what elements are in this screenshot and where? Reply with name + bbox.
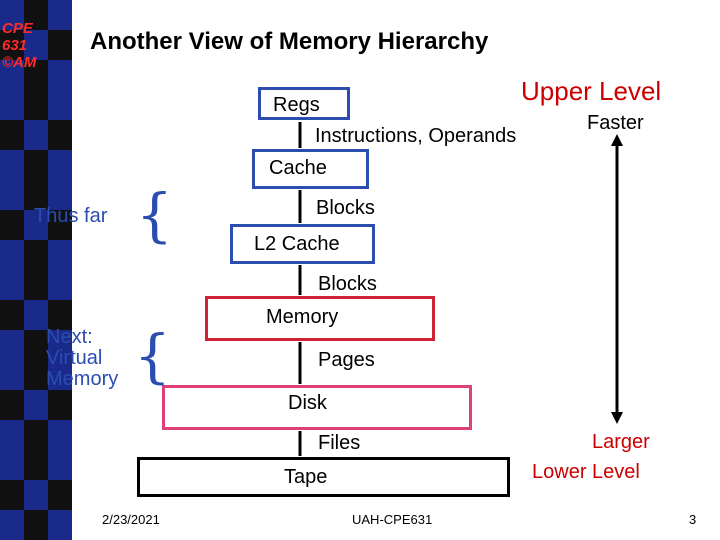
quilt-tile — [24, 360, 48, 390]
blocks-label-2: Blocks — [318, 273, 377, 295]
regs-box — [258, 87, 350, 120]
logo-line-3: ©AM — [2, 54, 37, 71]
quilt-tile — [0, 480, 24, 510]
disk-label: Disk — [288, 392, 327, 414]
quilt-tile — [48, 240, 72, 270]
quilt-tile — [48, 90, 72, 120]
course-logo: CPE 631 ©AM — [2, 20, 62, 71]
quilt-tile — [0, 60, 24, 90]
faster-label: Faster — [587, 112, 644, 134]
blocks-label-1: Blocks — [316, 197, 375, 219]
quilt-tile — [48, 300, 72, 330]
decorative-sidebar — [0, 0, 72, 540]
slide-number: 3 — [689, 512, 697, 527]
cache-box — [252, 149, 369, 189]
quilt-tile — [24, 30, 48, 60]
next-virtual-memory-note: Next: Virtual Memory — [46, 327, 118, 390]
quilt-tile — [48, 450, 72, 480]
quilt-tile — [0, 90, 24, 120]
quilt-tile — [24, 240, 48, 270]
instr-operands-label: Instructions, Operands — [315, 125, 517, 147]
quilt-tile — [24, 150, 48, 180]
quilt-tile — [24, 420, 48, 450]
quilt-tile — [0, 150, 24, 180]
quilt-tile — [0, 270, 24, 300]
quilt-tile — [0, 210, 24, 240]
quilt-tile — [0, 120, 24, 150]
virtual-line: Virtual — [46, 347, 103, 369]
thus-far-label: Thus far — [34, 205, 108, 227]
quilt-tile — [48, 270, 72, 300]
footer-course: UAH-CPE631 — [352, 512, 433, 527]
quilt-tile — [48, 180, 72, 210]
quilt-tile — [24, 510, 48, 540]
tape-label: Tape — [284, 466, 328, 488]
next-line: Next: — [46, 326, 93, 348]
quilt-tile — [24, 270, 48, 300]
quilt-tile — [0, 330, 24, 360]
larger-label: Larger — [592, 431, 650, 453]
footer-date: 2/23/2021 — [102, 512, 160, 527]
cache-label: Cache — [269, 157, 327, 179]
memory-label: Memory — [266, 306, 339, 328]
quilt-tile — [48, 420, 72, 450]
l2-cache-label: L2 Cache — [254, 233, 340, 255]
quilt-tile — [48, 390, 72, 420]
quilt-tile — [0, 300, 24, 330]
quilt-tile — [48, 60, 72, 90]
quilt-tile — [24, 90, 48, 120]
quilt-tile — [24, 390, 48, 420]
quilt-tile — [48, 510, 72, 540]
quilt-tile — [0, 420, 24, 450]
upper-level-label: Upper Level — [521, 76, 662, 106]
next-brace: { — [134, 322, 171, 390]
quilt-tile — [24, 120, 48, 150]
quilt-tile — [24, 180, 48, 210]
quilt-tile — [48, 30, 72, 60]
memory-line: Memory — [46, 368, 119, 390]
files-label: Files — [318, 432, 361, 454]
quilt-tile — [24, 60, 48, 90]
quilt-tile — [24, 330, 48, 360]
lower-level-label: Lower Level — [532, 461, 640, 483]
logo-line-2: 631 — [2, 37, 28, 54]
quilt-tile — [48, 210, 72, 240]
tape-box — [137, 457, 510, 497]
slide-title: Another View of Memory Hierarchy — [90, 28, 489, 55]
quilt-tile — [48, 360, 72, 390]
quilt-tile — [24, 300, 48, 330]
quilt-tile — [0, 390, 24, 420]
quilt-tile — [48, 330, 72, 360]
thus-far-brace: { — [136, 181, 173, 249]
logo-line-1: CPE — [2, 20, 33, 37]
quilt-tile — [0, 30, 24, 60]
l2-cache-box — [230, 224, 375, 264]
disk-box — [162, 385, 472, 430]
regs-label: Regs — [273, 94, 320, 116]
quilt-tile — [48, 0, 72, 30]
quilt-tile — [24, 480, 48, 510]
quilt-tile — [0, 180, 24, 210]
quilt-tile — [48, 120, 72, 150]
quilt-tile — [24, 450, 48, 480]
quilt-tile — [24, 0, 48, 30]
quilt-tile — [0, 360, 24, 390]
quilt-tile — [0, 0, 24, 30]
quilt-tile — [0, 510, 24, 540]
memory-box — [205, 296, 435, 341]
quilt-tile — [0, 450, 24, 480]
quilt-tile — [0, 240, 24, 270]
pages-label: Pages — [318, 349, 375, 371]
quilt-tile — [48, 480, 72, 510]
quilt-tile — [24, 210, 48, 240]
quilt-tile — [48, 150, 72, 180]
